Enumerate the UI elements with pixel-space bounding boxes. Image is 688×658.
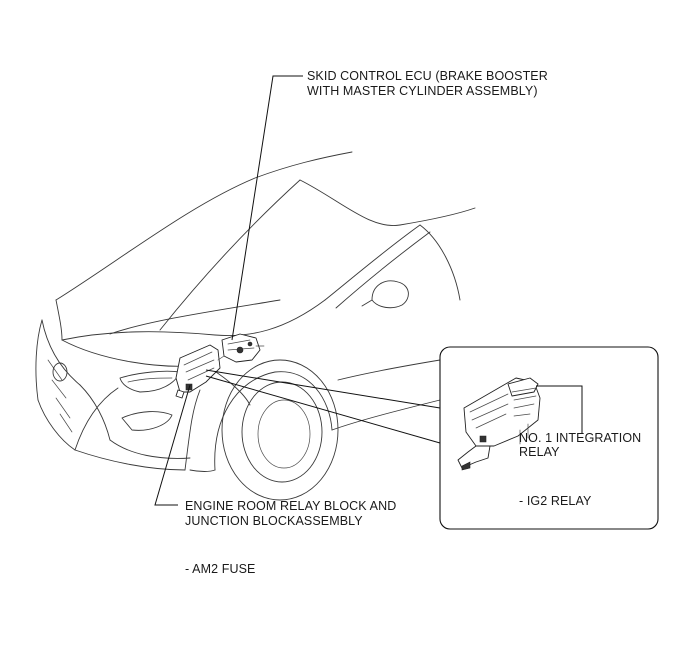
am2-fuse-label: - AM2 FUSE (185, 562, 256, 576)
callout-line-upper (205, 369, 441, 409)
no1-integration-relay-label-line1: NO. 1 INTEGRATION (519, 431, 642, 445)
car-body (35, 151, 476, 501)
relay-block-leader-line (154, 384, 191, 506)
no1-integration-relay-label-line2: RELAY (519, 445, 560, 459)
integration-relay-leader-line (536, 385, 583, 434)
callout-line-lower (205, 375, 441, 444)
skid-ecu-leader-line (231, 75, 303, 341)
skid-control-ecu-label-line1: SKID CONTROL ECU (BRAKE BOOSTER (307, 69, 548, 83)
relay-block-on-car (175, 344, 221, 399)
relay-block-detail (457, 377, 541, 471)
ig2-relay-label: - IG2 RELAY (519, 494, 592, 508)
brake-booster-on-car (217, 333, 265, 363)
skid-control-ecu-label-line2: WITH MASTER CYLINDER ASSEMBLY) (307, 84, 538, 98)
engine-room-relay-block-label-line1: ENGINE ROOM RELAY BLOCK AND (185, 499, 397, 513)
engine-room-relay-block-label-line2: JUNCTION BLOCKASSEMBLY (185, 514, 363, 528)
